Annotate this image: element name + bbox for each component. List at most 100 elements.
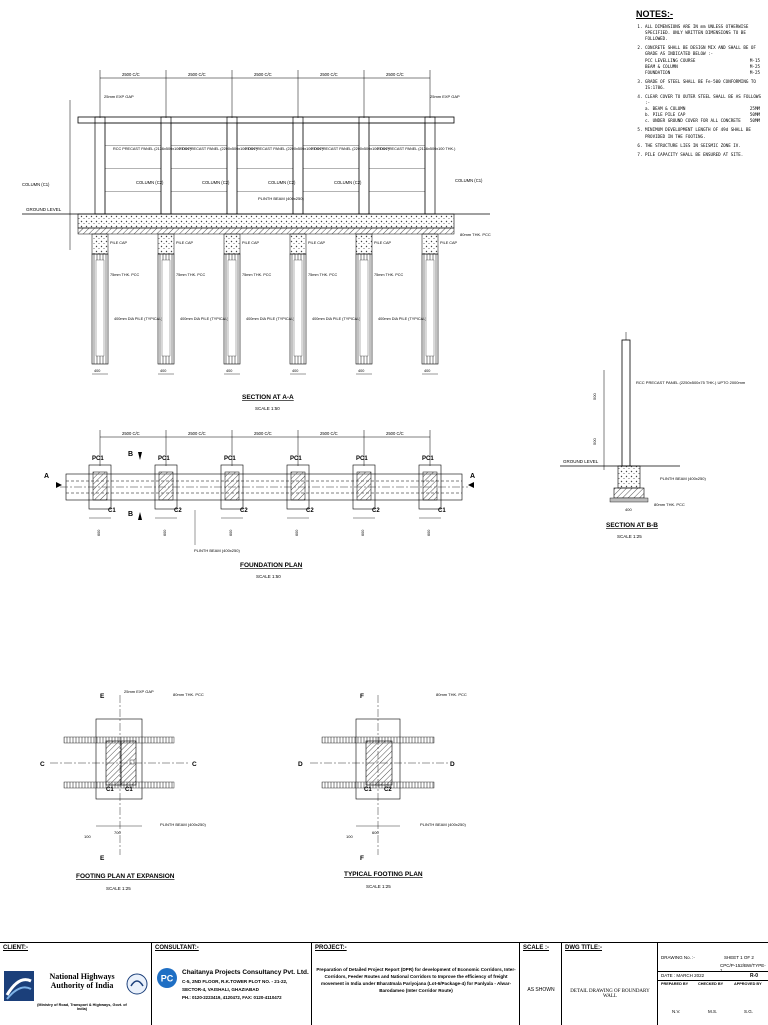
panel-label-aa: RCC PRECAST PANEL (2136x500x100 THK.) [113,147,192,151]
c-label-fp: C1 [108,508,116,514]
cap-dim-fp: 600 [163,530,167,536]
fe-pcc: 80mm THK. PCC [173,692,204,697]
column-label-aa: COLUMN (C2) [202,180,230,185]
c-label-fp: C2 [372,508,380,514]
dwg-head: DWG TITLE:- [565,945,602,951]
approved-by: S.G. [744,1009,754,1014]
pile-cap-fp [418,464,442,510]
consultant-cell: CONSULTANT:- PC Chaitanya Projects Consu… [152,943,312,1025]
marker-f-bottom: F [360,855,364,862]
panel-label-aa: RCC PRECAST PANEL (2136x500x100 THK.) [377,147,456,151]
pcc-label-aa: 75mm THK. PCC [308,273,338,277]
column-c1-left: COLUMN (C1) [22,182,50,187]
notes-title: NOTES:- [636,9,673,19]
c-label-fp: C2 [306,508,314,514]
dia-pile-label-aa: 400mm DIA PILE (TYPICAL) [312,317,361,321]
pile-dim-aa: 400 [226,369,232,373]
date-label: DATE : MARCH 2022 [661,973,705,978]
pile-dim-aa: 400 [358,369,364,373]
column-fp [356,471,372,501]
pile-cap-fp [220,464,244,510]
exp-gap-right: 25mm EXP GAP [430,94,460,99]
ft-dim: 600 [372,830,379,835]
footing-typ-title: TYPICAL FOOTING PLAN [344,871,423,878]
section-bb: 500 500 RCC PRECAST PANEL (2250x500x75 T… [560,332,746,539]
pile-cap-fp [154,464,178,510]
spacing-label-fp: 2500 C/C [188,431,206,436]
spacing-label-aa: 2500 C/C [386,72,404,77]
exp-gap-left: 25mm EXP GAP [104,94,134,99]
note-5: MINIMUM DEVELOPMENT LENGTH OF 49d SHALL … [645,127,764,139]
ground-level-aa: GROUND LEVEL [26,207,62,212]
marker-f-top: F [360,693,364,700]
pcc-label-aa: 75mm THK. PCC [176,273,206,277]
marker-c-left: C [40,761,45,768]
column-aa [94,116,106,215]
note-7: PILE CAPACITY SHALL BE ENSURED AT SITE. [645,152,764,158]
fe-plinth-beam: PLINTH BEAM (400x250) [160,822,206,827]
cap-dim-fp: 600 [229,530,233,536]
pile-label-aa: PILE CAP [374,241,392,245]
consultant-addr2: SECTOR-4, VAISHALI, GHAZIABAD [182,987,259,992]
fe-dim-side: 100 [84,834,91,839]
project-cell: PROJECT:- Preparation of Detailed Projec… [312,943,520,1025]
checked-label: CHECKED BY [698,982,724,986]
cap-dim-fp: 600 [361,530,365,536]
pc-label-fp: PC1 [158,456,170,462]
title-block: CLIENT:- National Highways Authority of … [0,942,768,1025]
pc-label-fp: PC1 [356,456,368,462]
nhai-logo-icon [4,971,34,1001]
bharatmala-logo-icon [126,973,148,995]
marker-e-bottom: E [100,855,105,862]
svg-text:PC: PC [161,974,174,984]
marker-d-left: D [298,761,303,768]
pile-cap-aa [421,233,439,255]
fe-c1-left: C1 [106,787,114,793]
svg-text:500: 500 [592,438,597,445]
pcc-label-aa: 75mm THK. PCC [242,273,272,277]
note-6: THE STRUCTURE LIES IN SEISMIC ZONE IV. [645,143,764,149]
ft-dim-side: 100 [346,834,353,839]
bb-panel-label: RCC PRECAST PANEL (2250x500x75 THK.) UPT… [636,380,746,385]
pile-cap-fp [352,464,376,510]
plinth-beam-fp: PLINTH BEAM (400x250) [194,548,240,553]
spacing-label-fp: 2500 C/C [254,431,272,436]
consultant-addr1: C-5, 2ND FLOOR, R.K.TOWER PLOT NO. - 21-… [182,979,288,984]
dwg-title-cell: DWG TITLE:- DETAIL DRAWING OF BOUNDARY W… [562,943,658,1025]
column-fp [422,471,438,501]
scale-cell: SCALE :- AS SHOWN [520,943,562,1025]
column-aa [424,116,436,215]
fe-c1-right: C1 [125,787,133,793]
column-fp [224,471,240,501]
panel-label-aa: RCC PRECAST PANEL (2200x500x100 THK.) [245,147,324,151]
section-marker-a-left: A [44,473,49,480]
section-marker-a-right: A [470,473,475,480]
fe-dim: 700 [114,830,121,835]
spacing-label-aa: 2500 C/C [320,72,338,77]
dia-pile-label-aa: 400mm DIA PILE (TYPICAL) [378,317,427,321]
column-c1-right: COLUMN (C1) [455,178,483,183]
column-fp [92,471,108,501]
pile-dim-aa: 400 [94,369,100,373]
pile-label-aa: PILE CAP [308,241,326,245]
project-head: PROJECT:- [315,945,347,951]
plinth-beam-aa: PLINTH BEAM (400x250) [258,196,304,201]
column-label-aa: COLUMN (C2) [136,180,164,185]
pile-label-aa: PILE CAP [110,241,128,245]
note-2: CONCRETE SHALL BE DESIGN MIX AND SHALL B… [645,45,764,75]
pcc-bb: 80mm THK. PCC [654,502,685,507]
column-aa [226,116,238,215]
section-aa-title: SECTION AT A-A [242,394,294,401]
drawing-no-cell: DRAWING No. :- SHEET 1 OF 2 CPC/P-152/BW… [658,943,768,1025]
note-3: GRADE OF STEEL SHALL BE Fe-500 CONFORMIN… [645,79,764,91]
footing-exp-title: FOOTING PLAN AT EXPANSION [76,873,175,880]
footing-typ: D D F F C1 C2 80mm THK. PCC PLINTH BEAM … [298,692,467,889]
pile-label-aa: PILE CAP [440,241,458,245]
client-cell: CLIENT:- National Highways Authority of … [0,943,152,1025]
pcc-label-aa: 75mm THK. PCC [374,273,404,277]
plinth-beam-bb: PLINTH BEAM (400x250) [660,476,706,481]
sheet-label: SHEET 1 OF 2 [724,955,754,960]
pile-dim-aa: 400 [292,369,298,373]
pile-cap-aa [223,233,241,255]
